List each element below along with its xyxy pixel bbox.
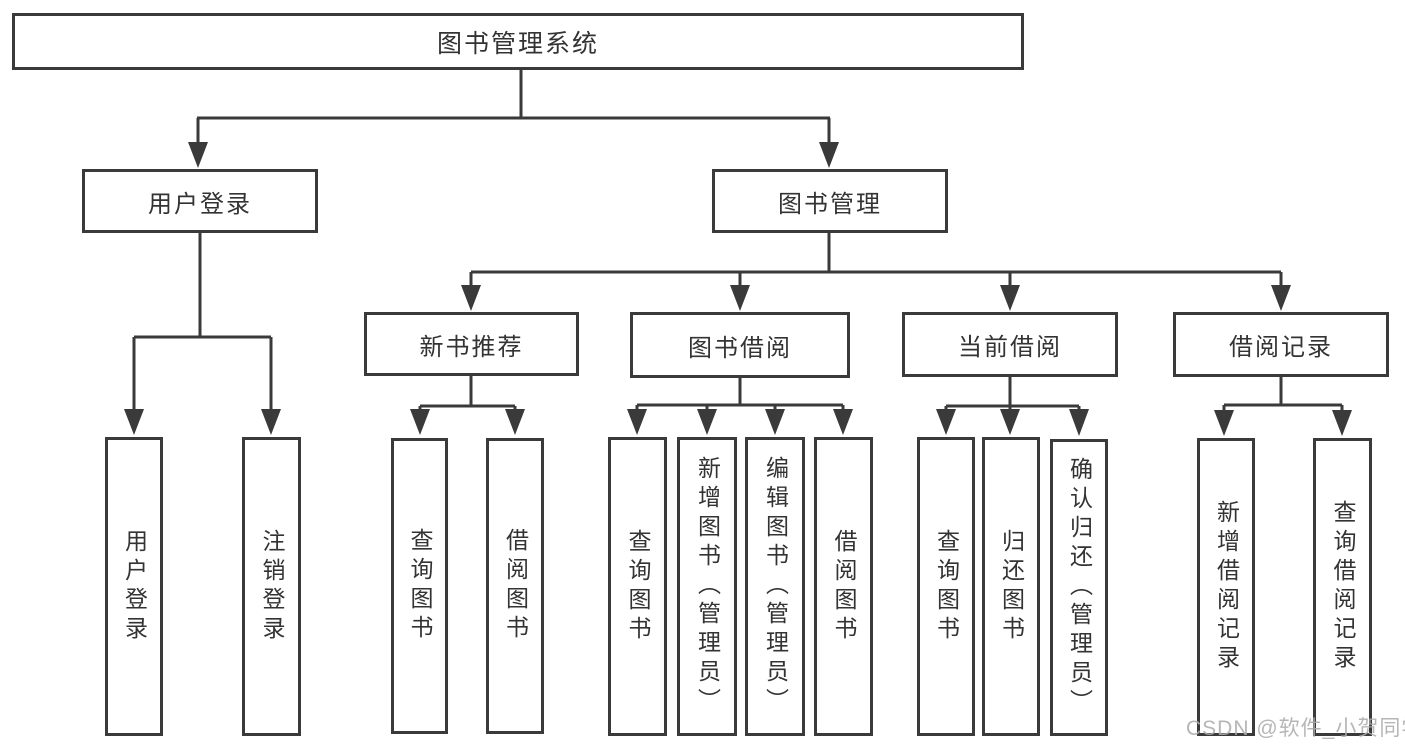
node-br-query-record: 查询借阅记录 <box>1313 438 1372 736</box>
node-user-login: 用户登录 <box>82 169 318 233</box>
node-bb-edit-books-admin: 编辑图书（管理员） <box>745 437 805 736</box>
node-root: 图书管理系统 <box>12 13 1024 70</box>
node-bb-query-books-label: 查询图书 <box>625 528 651 645</box>
node-borrow-records-label: 借阅记录 <box>1229 334 1333 361</box>
node-book-management-label: 图书管理 <box>778 190 882 218</box>
node-cb-return-books-label: 归还图书 <box>998 528 1025 645</box>
node-new-book-recommend: 新书推荐 <box>364 312 579 376</box>
node-ul-logout-label: 注销登录 <box>259 528 285 645</box>
node-cb-confirm-return-admin: 确认归还（管理员） <box>1050 439 1108 736</box>
node-borrow-records: 借阅记录 <box>1173 312 1389 377</box>
node-ul-logout: 注销登录 <box>242 437 301 736</box>
node-root-label: 图书管理系统 <box>436 29 599 58</box>
node-nb-query-books: 查询图书 <box>391 438 448 734</box>
node-nb-borrow-books: 借阅图书 <box>486 438 544 734</box>
watermark: CSDN @软件_小贺同学 <box>1186 717 1405 740</box>
node-current-borrowing: 当前借阅 <box>902 312 1118 377</box>
connector-path <box>132 70 1344 413</box>
node-bb-borrow-books: 借阅图书 <box>814 437 873 736</box>
node-br-add-record: 新增借阅记录 <box>1197 438 1255 736</box>
arrowhead-icons <box>124 142 1352 436</box>
node-bb-add-books-admin-label: 新增图书（管理员） <box>694 456 721 717</box>
node-user-login-label: 用户登录 <box>148 190 252 218</box>
node-book-borrowing-label: 图书借阅 <box>688 334 792 362</box>
node-bb-add-books-admin: 新增图书（管理员） <box>677 437 737 736</box>
node-bb-edit-books-admin-label: 编辑图书（管理员） <box>762 456 789 717</box>
node-ul-user-login: 用户登录 <box>105 437 163 736</box>
node-cb-return-books: 归还图书 <box>982 437 1040 736</box>
node-nb-borrow-books-label: 借阅图书 <box>502 528 529 644</box>
node-br-query-record-label: 查询借阅记录 <box>1330 500 1356 674</box>
node-ul-user-login-label: 用户登录 <box>121 528 148 645</box>
node-cb-confirm-return-admin-label: 确认归还（管理员） <box>1066 457 1093 718</box>
node-cb-query-books-label: 查询图书 <box>933 528 960 645</box>
node-nb-query-books-label: 查询图书 <box>407 528 433 644</box>
node-current-borrowing-label: 当前借阅 <box>958 334 1062 361</box>
node-new-book-recommend-label: 新书推荐 <box>419 333 524 361</box>
node-book-borrowing: 图书借阅 <box>630 312 850 378</box>
node-cb-query-books: 查询图书 <box>917 437 975 736</box>
node-bb-borrow-books-label: 借阅图书 <box>831 528 857 645</box>
node-book-management: 图书管理 <box>712 169 948 233</box>
node-br-add-record-label: 新增借阅记录 <box>1213 500 1240 674</box>
node-bb-query-books: 查询图书 <box>608 437 667 736</box>
